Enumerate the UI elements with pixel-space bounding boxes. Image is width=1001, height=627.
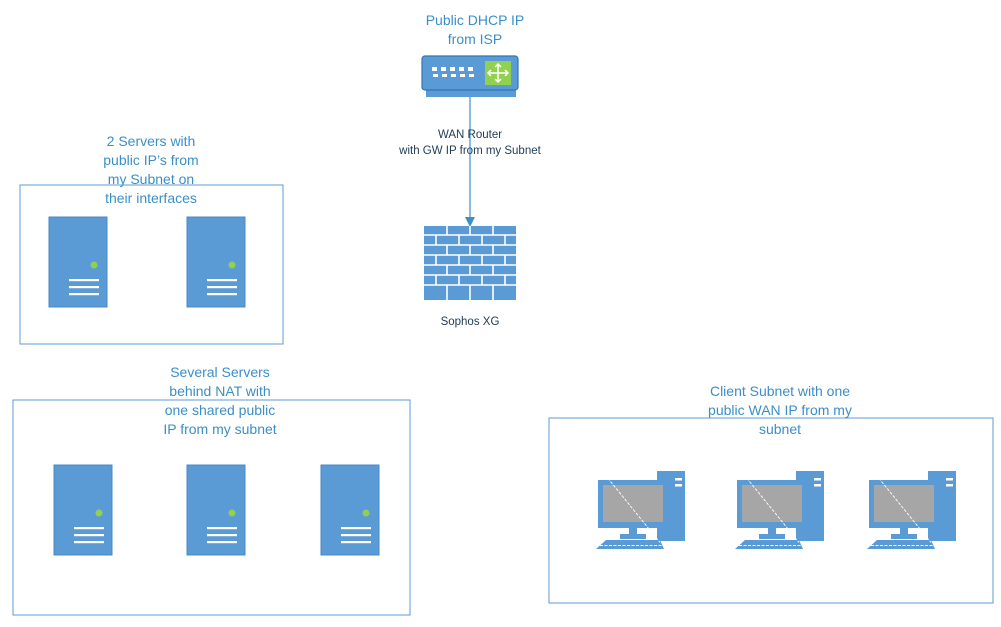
- router-caption-line-1: WAN Router: [437, 129, 503, 141]
- public-servers-label: 2 Servers with public IP’s from my Subne…: [70, 132, 232, 208]
- public-server-1-icon[interactable]: [48, 216, 108, 308]
- router-caption-line-2: with GW IP from my Subnet: [399, 145, 541, 157]
- router-top-label: Public DHCP IP from ISP: [400, 11, 550, 49]
- public-server-2-icon[interactable]: [186, 216, 246, 308]
- public-servers-label-line-2: public IP’s from: [103, 152, 199, 168]
- nat-server-3-icon[interactable]: [320, 464, 380, 556]
- public-servers-label-line-3: my Subnet on: [107, 171, 195, 187]
- nat-servers-group-box[interactable]: [12, 399, 411, 616]
- client-subnet-label: Client Subnet with one public WAN IP fro…: [680, 382, 880, 439]
- sophos-firewall-icon[interactable]: [424, 226, 516, 300]
- client-subnet-group-box[interactable]: [548, 417, 994, 604]
- wan-router-icon[interactable]: [421, 55, 519, 97]
- nat-server-1-icon[interactable]: [53, 464, 113, 556]
- public-servers-group-box[interactable]: [19, 184, 284, 345]
- client-subnet-label-line-3: subnet: [758, 421, 802, 437]
- firewall-label: Sophos XG: [440, 316, 500, 328]
- client-pc-3-icon[interactable]: [866, 470, 957, 550]
- client-subnet-label-line-1: Client Subnet with one: [709, 383, 851, 399]
- public-servers-label-line-4: their interfaces: [105, 190, 197, 206]
- client-subnet-label-line-2: public WAN IP from my: [708, 402, 852, 418]
- router-caption: WAN Router with GW IP from my Subnet: [380, 127, 560, 159]
- nat-server-2-icon[interactable]: [186, 464, 246, 556]
- router-label-line-2: from ISP: [447, 31, 503, 47]
- nat-servers-label-line-4: IP from my subnet: [163, 421, 277, 437]
- client-pc-1-icon[interactable]: [595, 470, 686, 550]
- router-label-line-1: Public DHCP IP: [425, 12, 525, 28]
- nat-servers-label: Several Servers behind NAT with one shar…: [140, 363, 300, 439]
- nat-servers-label-line-2: behind NAT with: [169, 383, 271, 399]
- public-servers-label-line-1: 2 Servers with: [106, 133, 196, 149]
- nat-servers-label-line-1: Several Servers: [170, 364, 270, 380]
- nat-servers-label-line-3: one shared public: [164, 402, 276, 418]
- client-pc-2-icon[interactable]: [734, 470, 825, 550]
